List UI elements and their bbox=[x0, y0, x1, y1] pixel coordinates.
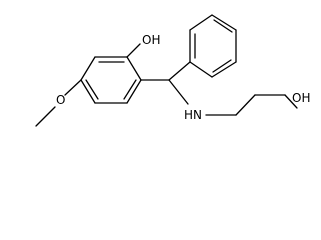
amine-label: HN bbox=[184, 108, 202, 122]
bond bbox=[211, 14, 237, 31]
double-bond bbox=[212, 59, 232, 73]
bond bbox=[126, 79, 142, 104]
bond bbox=[126, 56, 142, 81]
bond bbox=[80, 56, 96, 81]
bond-to-hydroxyl bbox=[126, 43, 141, 58]
bond bbox=[189, 14, 213, 31]
bond-to-methoxy-oxygen bbox=[64, 79, 82, 96]
methoxy-oxygen-label: O bbox=[56, 93, 65, 107]
bond-chain bbox=[235, 94, 256, 116]
double-bond bbox=[213, 19, 233, 33]
bond-chain-to-hydroxyl bbox=[284, 94, 298, 109]
bond bbox=[189, 61, 213, 78]
chemical-structure: OH O HN OH bbox=[35, 14, 310, 127]
phenyl-ring bbox=[189, 14, 237, 78]
double-bond bbox=[85, 79, 99, 100]
bond bbox=[211, 61, 237, 78]
chain-hydroxyl-label: OH bbox=[292, 91, 310, 105]
double-bond bbox=[123, 79, 137, 100]
bond-methyl bbox=[35, 106, 56, 127]
hydroxyl-label: OH bbox=[142, 33, 160, 47]
bond-central-carbon-to-amine bbox=[168, 79, 189, 105]
phenol-ring bbox=[80, 56, 142, 104]
bond-central-carbon-to-phenyl bbox=[168, 61, 191, 81]
bond bbox=[80, 79, 96, 104]
